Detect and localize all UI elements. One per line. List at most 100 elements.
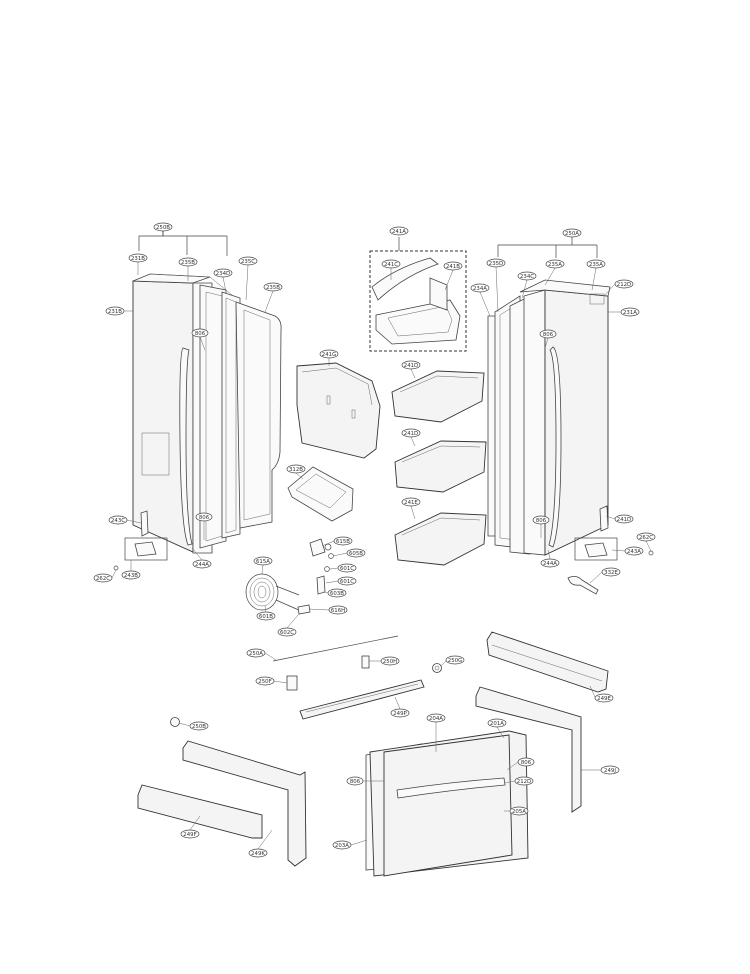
svg-text:262C: 262C — [639, 535, 653, 541]
callout-250b: 250B — [153, 222, 173, 232]
callout-250h: 250H — [380, 656, 400, 666]
svg-text:235D: 235D — [489, 261, 503, 267]
svg-text:212D: 212D — [617, 282, 631, 288]
svg-text:603B: 603B — [330, 591, 344, 597]
callout-244a-right: 244A — [540, 558, 560, 568]
svg-text:244A: 244A — [543, 561, 557, 567]
svg-text:231A: 231A — [623, 310, 637, 316]
svg-text:234C: 234C — [520, 274, 534, 280]
callout-241d-right: 241D — [614, 514, 634, 524]
callout-235b-2: 235B — [263, 282, 283, 292]
svg-text:806: 806 — [195, 331, 206, 337]
svg-text:616H: 616H — [331, 608, 345, 614]
svg-text:806: 806 — [521, 760, 532, 766]
callout-235b: 235B — [178, 257, 198, 267]
svg-text:231B: 231B — [131, 256, 145, 262]
callout-262c-left: 262C — [93, 573, 113, 583]
callout-204a: 204A — [426, 713, 446, 723]
svg-text:806: 806 — [543, 332, 554, 338]
door-bins — [287, 237, 487, 566]
callout-241b: 241B — [443, 261, 463, 271]
svg-text:250G: 250G — [448, 658, 462, 664]
svg-text:615A: 615A — [256, 559, 270, 565]
callout-235c: 235C — [238, 256, 258, 266]
svg-text:241G: 241G — [322, 352, 336, 358]
callout-332e: 332E — [601, 567, 621, 577]
callout-235a: 235A — [545, 259, 565, 269]
svg-text:235B: 235B — [266, 285, 280, 291]
callout-205a: 205A — [509, 806, 529, 816]
svg-text:250B: 250B — [156, 225, 170, 231]
callout-212d-drawer: 212D — [514, 776, 534, 786]
svg-text:244A: 244A — [195, 562, 209, 568]
callout-615a: 615A — [253, 556, 273, 566]
callout-806-right-2: 806 — [532, 515, 550, 525]
callout-601c: 601C — [337, 563, 357, 573]
callout-231b-left: 231B — [105, 306, 125, 316]
callout-250a-top: 250A — [562, 228, 582, 238]
svg-text:312B: 312B — [289, 467, 303, 473]
svg-text:241A: 241A — [392, 229, 406, 235]
svg-text:204A: 204A — [429, 716, 443, 722]
svg-text:806: 806 — [350, 779, 361, 785]
callout-234a: 234A — [470, 283, 490, 293]
svg-text:605B: 605B — [349, 551, 363, 557]
callout-241a: 241A — [389, 226, 409, 236]
svg-text:201A: 201A — [490, 721, 504, 727]
callout-249k: 249K — [248, 848, 268, 858]
callout-262c-right: 262C — [636, 532, 656, 542]
svg-text:249K: 249K — [251, 851, 265, 857]
svg-text:234D: 234D — [216, 271, 230, 277]
svg-text:234A: 234A — [473, 286, 487, 292]
callout-602c: 602C — [277, 627, 297, 637]
svg-text:601C: 601C — [340, 566, 354, 572]
callout-250b-bottom: 250B — [189, 721, 209, 731]
svg-text:250H: 250H — [383, 659, 397, 665]
small-parts — [245, 538, 334, 615]
svg-text:249E: 249E — [597, 696, 611, 702]
svg-text:205A: 205A — [512, 809, 526, 815]
svg-text:250A: 250A — [565, 231, 579, 237]
callout-235a-2: 235A — [586, 259, 606, 269]
callout-235d: 235D — [486, 258, 506, 268]
callout-806-drawer-1: 806 — [517, 757, 535, 767]
svg-text:806: 806 — [536, 518, 547, 524]
svg-text:615B: 615B — [336, 539, 350, 545]
leader-lines — [111, 262, 652, 850]
svg-text:249P: 249P — [393, 711, 407, 717]
svg-text:601B: 601B — [259, 614, 273, 620]
callout-203a: 203A — [332, 840, 352, 850]
callout-249e: 249E — [594, 693, 614, 703]
svg-text:241B: 241B — [446, 264, 460, 270]
callout-615b: 615B — [333, 536, 353, 546]
callout-249j: 249J — [600, 765, 620, 775]
callout-243b: 243B — [121, 570, 141, 580]
svg-text:243C: 243C — [111, 518, 125, 524]
svg-text:241D: 241D — [617, 517, 631, 523]
svg-text:212D: 212D — [517, 779, 531, 785]
svg-text:262C: 262C — [96, 576, 110, 582]
callout-806-right-1: 806 — [539, 329, 557, 339]
drawer-assembly — [137, 631, 609, 877]
callout-312b: 312B — [286, 464, 306, 474]
callout-249p: 249P — [390, 708, 410, 718]
callout-605b: 605B — [346, 548, 366, 558]
callout-243c: 243C — [108, 515, 128, 525]
callout-241g: 241G — [319, 349, 339, 359]
callout-806-drawer-2: 806 — [346, 776, 364, 786]
callout-layer: 250B 231B 235B 234D 235C 235B 231B 806 2… — [93, 222, 656, 858]
callout-806-left-1: 806 — [191, 328, 209, 338]
callout-241c: 241C — [381, 259, 401, 269]
svg-text:243B: 243B — [124, 573, 138, 579]
svg-text:249F: 249F — [183, 832, 196, 838]
callout-249f: 249F — [180, 829, 200, 839]
callout-241d-2: 241D — [401, 428, 421, 438]
svg-text:241D: 241D — [404, 431, 418, 437]
svg-text:235A: 235A — [589, 262, 603, 268]
callout-212d: 212D — [614, 279, 634, 289]
svg-text:235B: 235B — [181, 260, 195, 266]
svg-text:241D: 241D — [404, 363, 418, 369]
callout-601c-2: 601C — [337, 576, 357, 586]
